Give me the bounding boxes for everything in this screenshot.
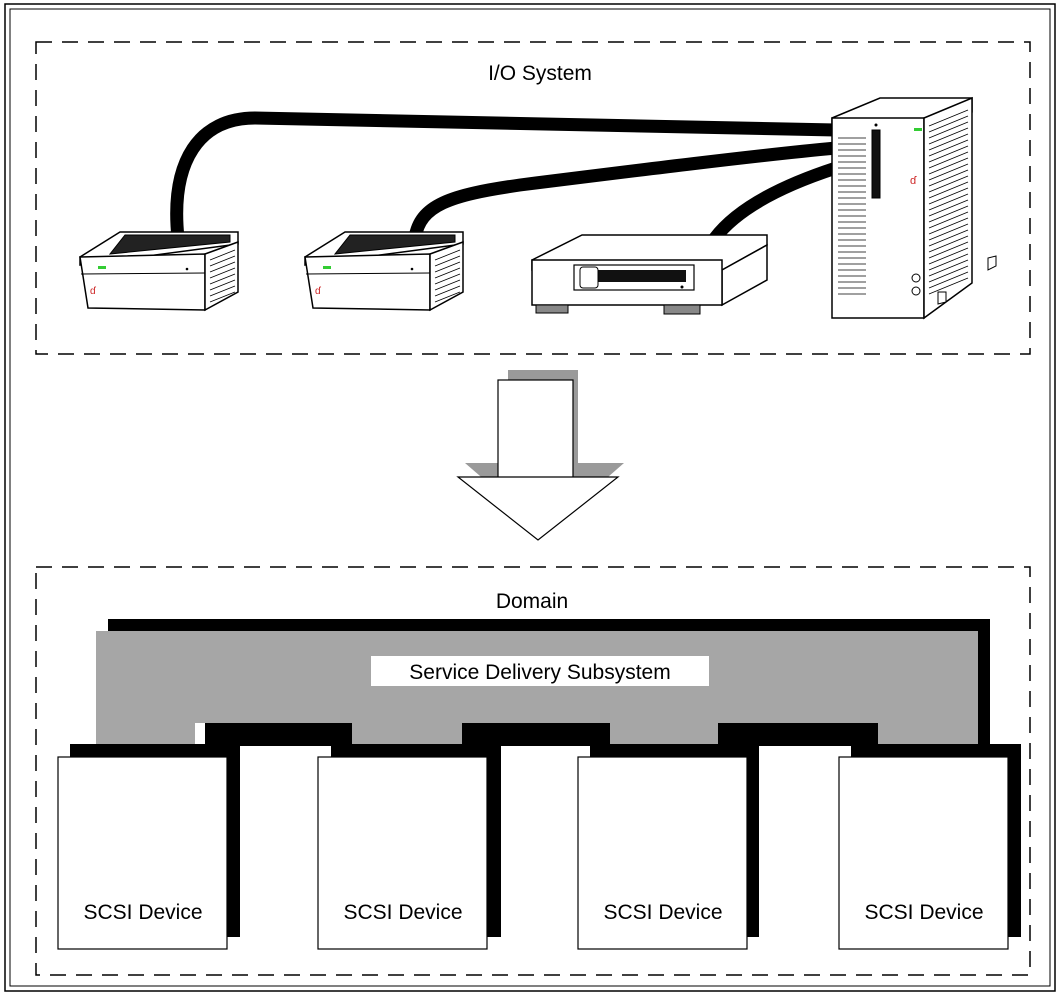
hard-drive-icon: ɗ [79,231,239,312]
outer-frame [4,3,1056,992]
transform-arrow [456,370,624,541]
service-delivery-subsystem: Service Delivery Subsystem [96,619,990,760]
cables [170,111,843,245]
scsi-device-2: SCSI Device [317,744,501,950]
inner-frame [9,8,1051,987]
scsi-device-4: SCSI Device [838,744,1021,950]
cable-1 [170,111,843,245]
cable-2 [408,141,843,245]
subsystem-label: Service Delivery Subsystem [409,661,670,684]
scsi-device-box [57,756,228,950]
arrow-head [456,476,620,541]
cable-3 [708,161,843,245]
svg-text:ɗ: ɗ [90,286,97,297]
io-system-group: I/O System ɗ [35,41,1031,355]
scsi-device-1: SCSI Device [57,744,240,950]
scsi-device-label: SCSI Device [343,901,462,924]
scsi-device-3: SCSI Device [577,744,759,950]
tower-computer-icon: ɗ [831,96,997,320]
arrow-shaft [497,379,574,479]
scsi-device-label: SCSI Device [603,901,722,924]
subsystem-body [96,631,978,760]
scsi-device-box [317,756,488,950]
scsi-device-box [577,756,748,950]
scsi-device-label: SCSI Device [864,901,983,924]
domain-boundary [35,566,1031,976]
svg-text:ɗ: ɗ [910,175,917,187]
io-system-title: I/O System [488,62,592,85]
svg-text:ɗ: ɗ [315,286,322,297]
scsi-device-label: SCSI Device [83,901,202,924]
domain-group: Domain Service Delivery Subsystem SCSI D… [35,566,1031,976]
io-system-boundary [35,41,1031,355]
tape-drive-icon [531,234,768,315]
domain-title: Domain [496,590,568,613]
subsystem-label-bg [371,656,709,686]
hard-drive-icon: ɗ [304,231,464,312]
scsi-device-box [838,756,1009,950]
